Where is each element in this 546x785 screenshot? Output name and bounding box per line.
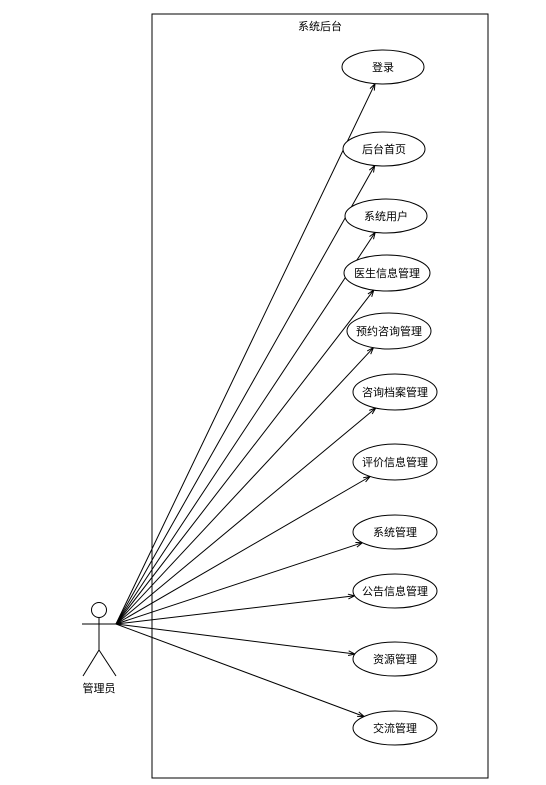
use-case[interactable]: 系统管理	[352, 514, 438, 550]
association-line	[115, 476, 371, 625]
use-case[interactable]: 咨询档案管理	[352, 373, 438, 411]
association-line	[115, 407, 377, 625]
association-line	[115, 165, 376, 625]
use-case-ellipse	[346, 312, 432, 350]
use-case-label: 公告信息管理	[362, 584, 428, 598]
use-case-ellipse	[352, 710, 438, 746]
actor-right-leg	[98, 649, 117, 677]
use-case-label: 系统用户	[364, 209, 408, 223]
association-arrowhead	[363, 475, 372, 483]
association-line	[115, 595, 355, 625]
actor-label: 管理员	[83, 681, 116, 695]
use-case-ellipse	[352, 373, 438, 411]
use-case[interactable]: 系统用户	[344, 198, 428, 234]
use-case-ellipse	[352, 514, 438, 550]
association-line	[115, 542, 363, 625]
use-case-ellipse	[344, 198, 428, 234]
use-case-label: 登录	[372, 60, 394, 74]
use-cases: 登录后台首页系统用户医生信息管理预约咨询管理咨询档案管理评价信息管理系统管理公告…	[341, 49, 438, 746]
use-case-ellipse	[343, 254, 431, 292]
use-case[interactable]: 交流管理	[352, 710, 438, 746]
association-line	[115, 289, 375, 625]
use-case-ellipse	[341, 49, 425, 85]
use-case[interactable]: 公告信息管理	[352, 573, 438, 609]
use-case-ellipse	[352, 641, 438, 677]
association-line	[115, 623, 365, 717]
use-case-ellipse	[342, 131, 426, 167]
use-case[interactable]: 后台首页	[342, 131, 426, 167]
use-case-label: 评价信息管理	[362, 455, 428, 469]
actor-left-leg	[82, 649, 100, 677]
use-case-label: 后台首页	[362, 142, 406, 156]
use-case[interactable]: 资源管理	[352, 641, 438, 677]
use-case-label: 预约咨询管理	[356, 324, 422, 338]
use-case-ellipse	[352, 443, 438, 481]
system-boundary	[151, 13, 489, 779]
use-case[interactable]: 医生信息管理	[343, 254, 431, 292]
use-case-label: 系统管理	[373, 525, 417, 539]
association-arrowhead	[368, 164, 376, 173]
association-line	[115, 83, 376, 625]
use-case-ellipse	[352, 573, 438, 609]
association-lines	[115, 82, 377, 718]
actor-admin[interactable]: 管理员	[82, 602, 117, 696]
use-case-label: 医生信息管理	[354, 266, 420, 280]
use-case[interactable]: 预约咨询管理	[346, 312, 432, 350]
use-case-label: 交流管理	[373, 721, 417, 735]
use-case-label: 资源管理	[373, 652, 417, 666]
association-line	[115, 623, 355, 655]
association-line	[115, 232, 376, 625]
use-case[interactable]: 评价信息管理	[352, 443, 438, 481]
association-line	[115, 347, 374, 625]
actor-head	[91, 602, 107, 618]
system-title: 系统后台	[298, 19, 342, 33]
use-case-label: 咨询档案管理	[362, 385, 428, 399]
use-case[interactable]: 登录	[341, 49, 425, 85]
